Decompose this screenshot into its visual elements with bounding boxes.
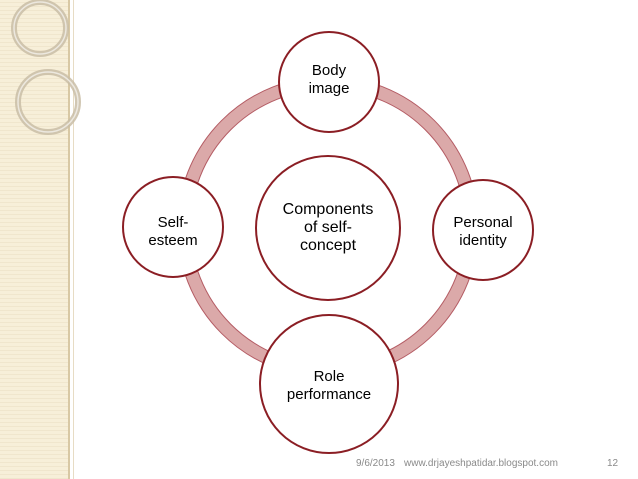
footer-page-number: 12 xyxy=(607,458,619,469)
node-right-label: Personal identity xyxy=(433,214,533,250)
sidebar-texture xyxy=(0,0,68,479)
node-top-line-2: image xyxy=(308,80,350,97)
node-bottom-circle xyxy=(259,314,399,454)
center-line-2: of self- xyxy=(303,219,352,236)
center-label: Components of self- concept xyxy=(268,201,388,255)
center-line-1: Components xyxy=(282,201,374,218)
node-bottom-label: Role performance xyxy=(269,368,389,404)
node-bottom-line-2: performance xyxy=(286,386,372,403)
node-top-line-1: Body xyxy=(311,62,347,79)
node-right-line-1: Personal xyxy=(453,214,513,231)
node-right-line-2: identity xyxy=(459,232,507,249)
center-circle xyxy=(255,155,401,301)
node-top-label: Body image xyxy=(279,62,379,98)
sidebar-divider-secondary xyxy=(73,0,74,479)
node-left-label: Self- esteem xyxy=(123,214,223,250)
node-bottom-line-1: Role xyxy=(313,368,345,385)
node-left-circle xyxy=(122,176,224,278)
center-line-3: concept xyxy=(299,237,357,254)
node-left-line-1: Self- xyxy=(157,214,189,231)
decorative-rings-icon xyxy=(11,0,81,135)
sidebar-divider xyxy=(68,0,70,479)
footer-date: 9/6/2013 xyxy=(356,458,395,469)
footer-url: www.drjayeshpatidar.blogspot.com xyxy=(404,458,558,469)
node-top-circle xyxy=(278,31,380,133)
node-right-circle xyxy=(432,179,534,281)
node-left-line-2: esteem xyxy=(148,232,198,249)
